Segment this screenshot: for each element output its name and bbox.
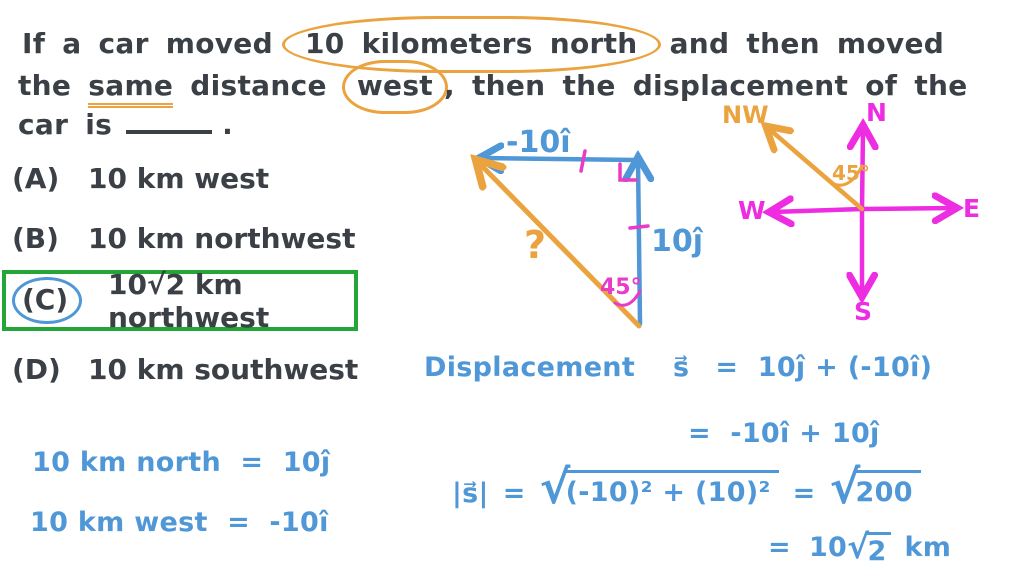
compass-angle-arc [828, 164, 864, 187]
east-axis-arrow [859, 208, 954, 209]
question-text-3a: car is [18, 108, 113, 141]
radical-sign-3: √ [847, 527, 870, 566]
option-row-c: (C) 10√2 km northwest [12, 267, 354, 334]
west-component-label: -10î [506, 125, 571, 160]
tick-mark-horizontal [579, 149, 587, 173]
final-coefficient: 10 [808, 532, 848, 563]
question-line-2: the same distance west , then the displac… [18, 60, 968, 114]
north-component-arrow [638, 160, 640, 327]
option-text-a: 10 km west [88, 162, 270, 195]
radicand-components: (-10)² + (10)² [563, 470, 779, 508]
displacement-rhs-1: = 10ĵ + (-10î) [715, 352, 933, 383]
option-row-a: (A) 10 km west [12, 162, 269, 195]
s-vector-symbol: s⃗ [673, 352, 690, 383]
option-row-b: (B) 10 km northwest [12, 222, 355, 255]
option-letter-d: (D) [12, 353, 61, 386]
radicand-2: 2 [865, 532, 891, 567]
question-line-1: If a car moved 10 kilometers north and t… [22, 16, 945, 73]
circled-phrase-north: 10 kilometers north [305, 27, 638, 60]
equals-sign-2: = [792, 478, 816, 509]
question-text-2c: , then the displacement of the [443, 69, 968, 102]
question-text-1a: If a car moved [22, 27, 273, 60]
tick-mark-vertical [628, 224, 650, 230]
highlight-ellipse-west: west [341, 60, 448, 114]
north-label: N [866, 98, 887, 127]
west-component-arrow [482, 158, 639, 160]
vector-triangle-diagram: -10î 10ĵ ? 45° [440, 118, 720, 352]
correct-answer-box: (C) 10√2 km northwest [2, 267, 358, 334]
radical-sign-1: √ [539, 460, 571, 514]
option-text-d: 10 km southwest [88, 353, 359, 386]
triangle-angle-label: 45° [600, 275, 642, 300]
hypotenuse-question-label: ? [524, 223, 546, 267]
question-text-2a: the [18, 69, 72, 102]
magnitude-equation-line: |s⃗| = √ (-10)² + (10)² = √ 200 [452, 464, 921, 516]
underlined-word-same: same [88, 69, 174, 108]
equals-sign-3: = [768, 532, 791, 563]
right-angle-icon [618, 162, 638, 182]
question-text-1b: and then moved [669, 27, 945, 60]
magnitude-lhs: |s⃗| [452, 478, 489, 509]
question-text-2b: distance [190, 69, 327, 102]
final-unit: km [904, 532, 952, 563]
option-letter-c: (C) [22, 283, 69, 316]
final-result-line: = 10 √ 2 km [768, 527, 952, 567]
radicand-200: 200 [853, 470, 921, 508]
option-letter-b: (B) [12, 222, 59, 255]
answer-blank [126, 106, 213, 134]
east-label: E [963, 194, 980, 223]
circled-word-west: west [356, 69, 433, 102]
option-letter-c-ring: (C) [12, 277, 82, 324]
question-period: . [222, 108, 234, 141]
displacement-label: Displacement [424, 352, 636, 383]
displacement-equation-line-1: Displacement s⃗ = 10ĵ + (-10î) [424, 352, 932, 383]
displacement-arrow [478, 162, 642, 329]
northwest-direction-arrow [768, 128, 865, 212]
displacement-equation-line-2: = -10î + 10ĵ [688, 418, 880, 449]
option-text-b: 10 km northwest [88, 222, 356, 255]
radical-sign-2: √ [829, 460, 861, 514]
compass-angle-label: 45° [832, 161, 870, 185]
option-row-d: (D) 10 km southwest [12, 353, 358, 386]
northwest-label: NW [722, 101, 769, 129]
north-component-label: 10ĵ [651, 224, 704, 259]
option-letter-a: (A) [12, 162, 60, 195]
working-north-equation: 10 km north = 10ĵ [32, 447, 331, 478]
working-west-equation: 10 km west = -10î [30, 507, 329, 538]
option-text-c: 10√2 km northwest [108, 267, 270, 334]
west-label: W [738, 196, 766, 225]
equals-sign-1: = [502, 478, 526, 509]
question-line-3: car is. [18, 106, 233, 141]
highlight-ellipse-north: 10 kilometers north [282, 16, 661, 73]
angle-arc [613, 289, 642, 307]
compass-diagram: N S W E NW 45° [715, 95, 1015, 331]
south-label: S [854, 297, 872, 326]
west-axis-arrow [772, 209, 865, 212]
north-axis-arrow [862, 128, 863, 212]
